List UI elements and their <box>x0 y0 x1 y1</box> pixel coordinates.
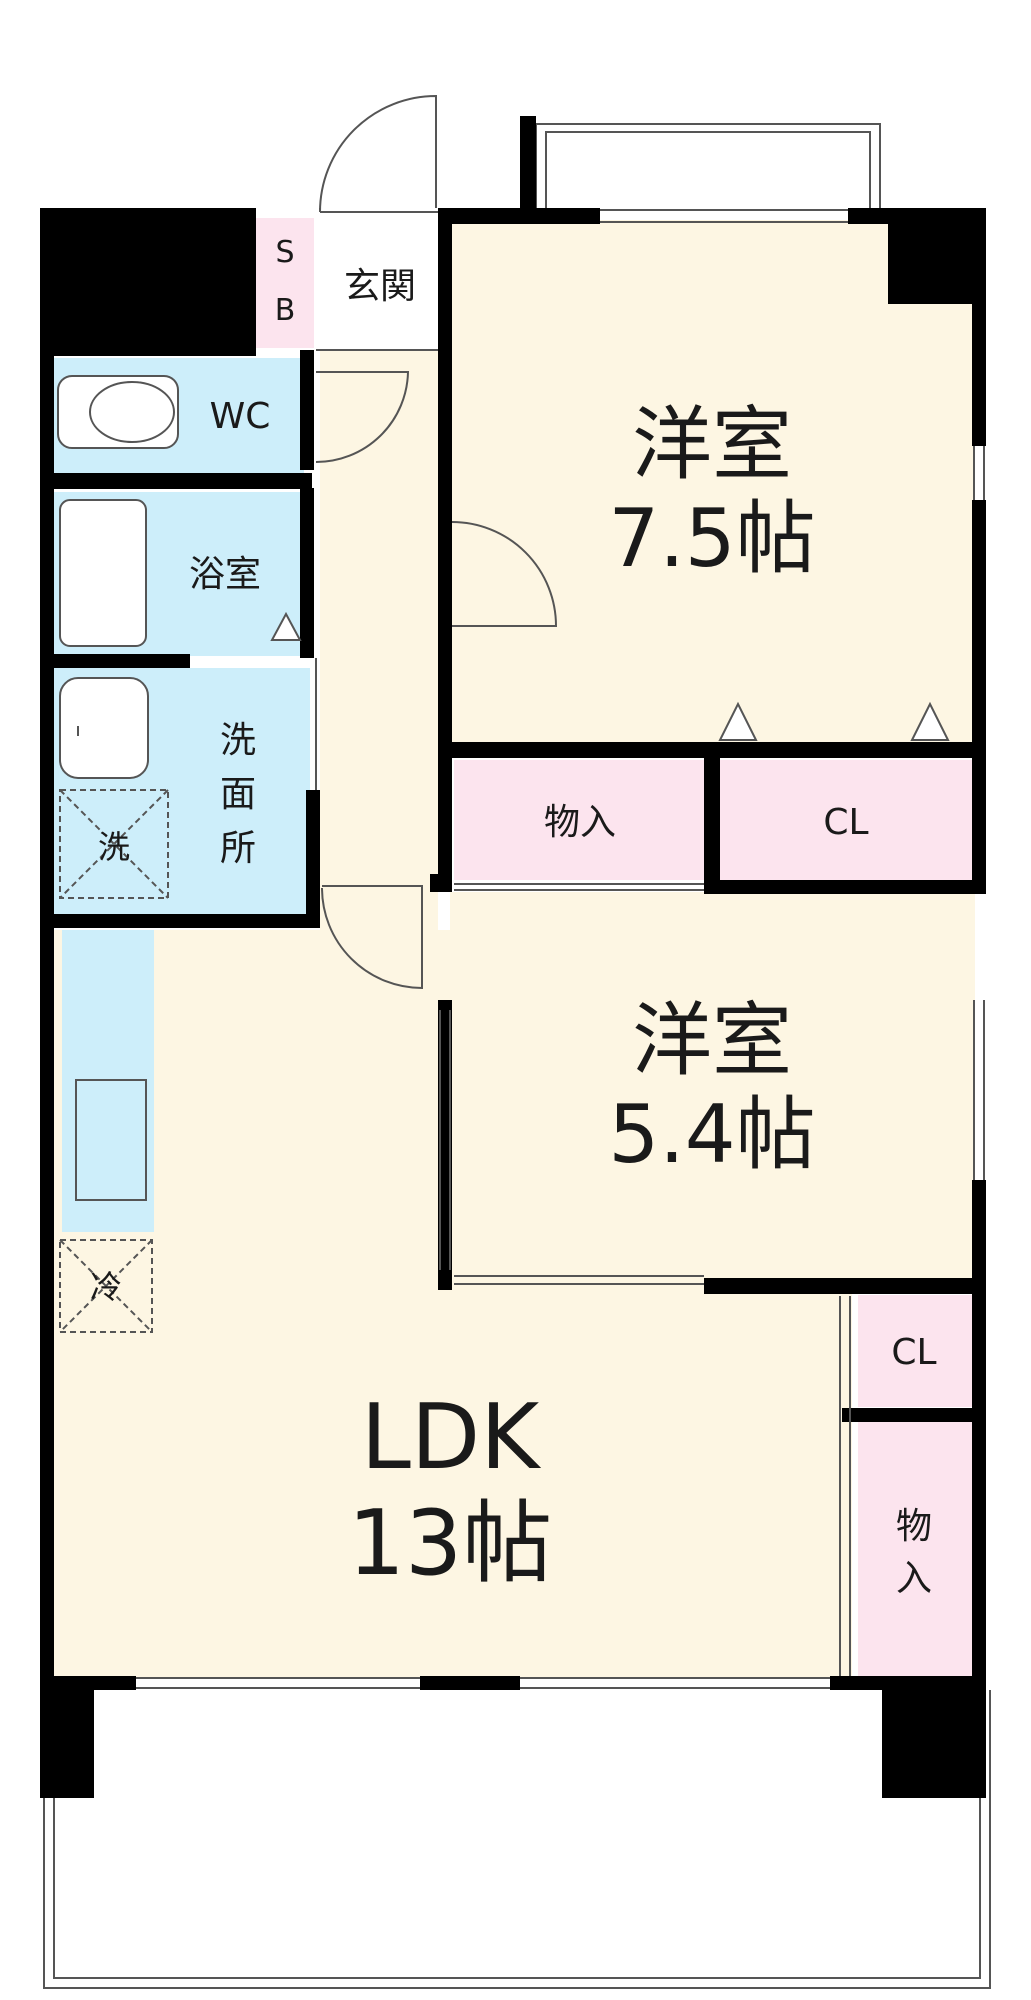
wall-genkan-east <box>438 208 452 888</box>
wall-top-2 <box>520 116 536 224</box>
wall-sw-col <box>40 1676 94 1798</box>
wall-storage-bottom <box>704 880 986 894</box>
wall-wash-bottom <box>40 914 320 928</box>
label-bath: 浴室 <box>189 554 261 595</box>
label-genkan: 玄関 <box>344 266 416 307</box>
storage2-floor <box>858 1422 972 1677</box>
label-storage1: 物入 <box>544 802 616 843</box>
label-storage2-1: 物 <box>896 1506 932 1547</box>
labels: S B 玄関 WC 浴室 洗 面 所 洗 冷 洋室 7.5帖 物入 CL 洋室 … <box>90 235 937 1599</box>
wall-bottom-3 <box>830 1676 986 1690</box>
genkan-floor <box>320 218 438 348</box>
sb-floor <box>256 218 314 348</box>
wall-top-1 <box>438 208 600 224</box>
wall-west2-west <box>438 1000 452 1290</box>
label-washroom-3: 所 <box>220 828 256 869</box>
label-closet2: CL <box>891 1332 936 1373</box>
wall-bath-east <box>300 488 314 658</box>
wall-wc-bottom <box>40 473 312 489</box>
label-closet1: CL <box>823 802 868 843</box>
wall-ne-block <box>888 208 986 304</box>
label-sb-bottom: B <box>275 293 296 328</box>
wall-wash-east <box>306 790 320 928</box>
wall-east-2 <box>972 1180 986 1700</box>
walls <box>40 116 986 1798</box>
top-balcony <box>535 123 881 210</box>
closet2-floor <box>858 1295 972 1407</box>
wall-west2-left-top <box>430 874 452 892</box>
label-fridge: 冷 <box>90 1268 122 1306</box>
top-balcony-inner <box>545 131 871 210</box>
wall-cl2-bottom <box>842 1408 986 1422</box>
label-wc: WC <box>210 396 271 437</box>
wall-se-col <box>882 1690 986 1798</box>
wall-west2-bottom <box>704 1278 986 1294</box>
label-washer: 洗 <box>98 828 130 866</box>
bottom-balcony <box>43 1690 991 1989</box>
label-west2-name: 洋室 <box>632 994 792 1087</box>
label-washroom-2: 面 <box>220 774 256 815</box>
closet1-floor <box>720 760 972 880</box>
west2-floor <box>450 892 975 1280</box>
storage1-floor <box>454 760 704 880</box>
label-storage2-2: 入 <box>896 1558 932 1599</box>
label-ldk-name: LDK <box>361 1385 541 1490</box>
label-west1-name: 洋室 <box>632 398 792 491</box>
wall-ne-col <box>972 300 986 446</box>
hall-floor <box>320 350 438 935</box>
wall-east-1 <box>972 500 986 890</box>
fixtures <box>57 94 985 1689</box>
label-west1-size: 7.5帖 <box>608 492 815 585</box>
wall-storage-div <box>704 742 720 888</box>
wall-bottom-2 <box>420 1676 520 1690</box>
label-sb-top: S <box>275 235 294 270</box>
label-west2-size: 5.4帖 <box>608 1088 815 1181</box>
west1-floor <box>450 220 975 742</box>
wall-wc-east <box>300 350 314 470</box>
wall-bath-bottom <box>40 654 190 668</box>
wall-west <box>40 350 54 1680</box>
wall-top-3 <box>848 208 888 224</box>
wall-nw-block <box>40 208 256 356</box>
label-ldk-size: 13帖 <box>348 1491 553 1596</box>
bottom-balcony-inner <box>53 1690 981 1979</box>
label-washroom-1: 洗 <box>220 720 256 761</box>
